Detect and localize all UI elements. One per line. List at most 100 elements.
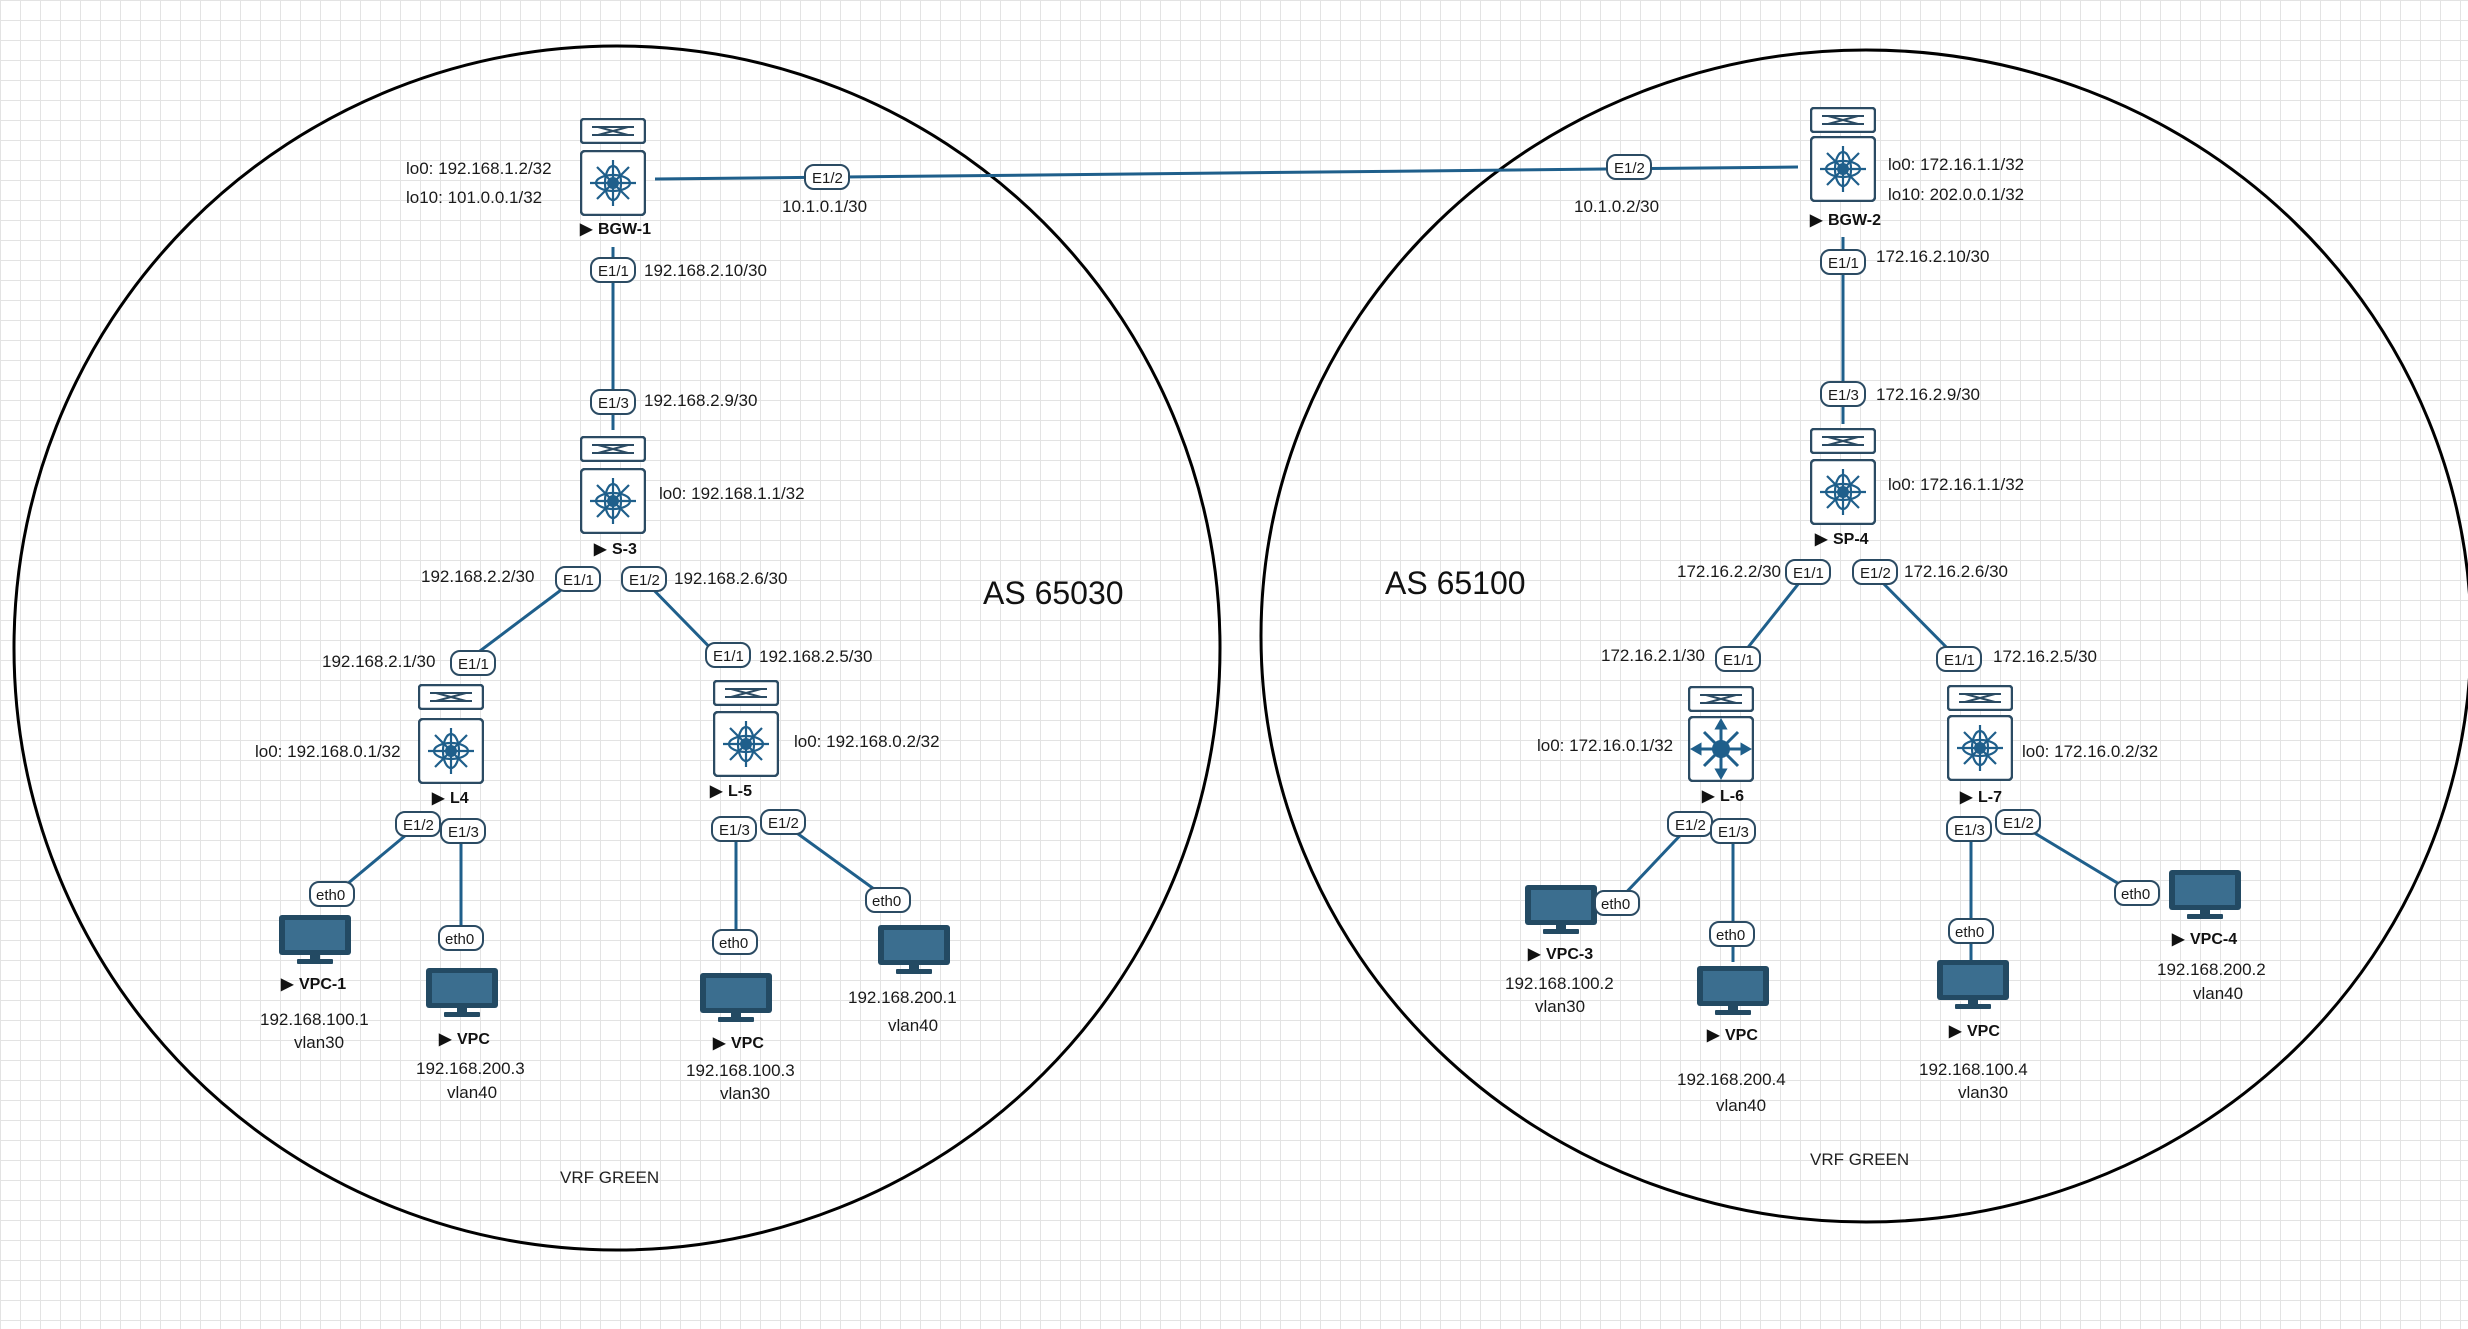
play-icon: ▶ (280, 976, 294, 993)
addr-l7-e11: 172.16.2.5/30 (1993, 647, 2097, 666)
iface-label: E1/2 (1860, 565, 1891, 582)
iface-l4-e13[interactable]: E1/3 (440, 818, 486, 844)
iface-s3-e11[interactable]: E1/1 (555, 566, 601, 592)
nexus-switch-icon (1947, 715, 2013, 781)
play-icon: ▶ (709, 783, 723, 800)
host-vpc1[interactable]: ▶ VPC-1 (279, 915, 351, 993)
vpc-d-ip: 192.168.200.4 (1677, 1070, 1786, 1089)
iface-bgw2-e12[interactable]: E1/2 (1606, 154, 1652, 180)
iface-label: E1/1 (1723, 652, 1754, 669)
iface-label: E1/2 (1675, 817, 1706, 834)
iface-l5-e11[interactable]: E1/1 (705, 642, 751, 668)
device-sp4[interactable]: ▶ SP-4 lo0: 172.16.1.1/32 (1810, 428, 2024, 548)
node-name-l4: L4 (450, 790, 469, 807)
node-name-sp4: SP-4 (1833, 531, 1869, 548)
bgw2-lo0: lo0: 172.16.1.1/32 (1888, 155, 2024, 174)
iface-l4-e11[interactable]: E1/1 (450, 650, 496, 676)
eth0-vpc-e[interactable]: eth0 (1948, 918, 1994, 944)
eth0-vpc-d[interactable]: eth0 (1709, 921, 1755, 947)
iface-label: E1/2 (1614, 160, 1645, 177)
iface-label: E1/2 (2003, 815, 2034, 832)
iface-l7-e12[interactable]: E1/2 (1995, 809, 2041, 835)
iface-label: E1/3 (1954, 822, 1985, 839)
vrf-label-right: VRF GREEN (1810, 1150, 1909, 1169)
iface-l5-e13[interactable]: E1/3 (711, 816, 757, 842)
host-vpc-b[interactable]: ▶ VPC (700, 973, 772, 1052)
computer-icon (878, 925, 950, 974)
device-bgw1[interactable]: ▶ BGW-1 lo0: 192.168.1.2/32 lo10: 101.0.… (406, 118, 651, 238)
device-l5[interactable]: ▶ L-5 lo0: 192.168.0.2/32 (709, 680, 940, 800)
node-name-vpc-d: VPC (1725, 1027, 1758, 1044)
vrf-label-left: VRF GREEN (560, 1168, 659, 1187)
link-l7-vpc4 (2017, 821, 2135, 895)
node-name-l5: L-5 (728, 783, 752, 800)
iface-l6-e11[interactable]: E1/1 (1715, 646, 1761, 672)
device-l4[interactable]: ▶ L4 lo0: 192.168.0.1/32 (255, 684, 484, 807)
device-l6[interactable]: ▶ L-6 lo0: 172.16.0.1/32 (1537, 686, 1754, 805)
iface-bgw1-e11[interactable]: E1/1 (590, 257, 636, 283)
vpc4-ip: 192.168.200.2 (2157, 960, 2266, 979)
iface-label: E1/2 (768, 815, 799, 832)
host-vpc-d[interactable]: ▶ VPC (1697, 966, 1769, 1044)
iface-label: eth0 (445, 931, 474, 948)
iface-l5-e12[interactable]: E1/2 (760, 809, 806, 835)
device-bgw2[interactable]: ▶ BGW-2 lo0: 172.16.1.1/32 lo10: 202.0.0… (1809, 107, 2024, 229)
iface-l7-e11[interactable]: E1/1 (1936, 646, 1982, 672)
iface-label: eth0 (1601, 896, 1630, 913)
iface-label: eth0 (2121, 886, 2150, 903)
bgw1-lo10: lo10: 101.0.0.1/32 (406, 188, 542, 207)
play-icon: ▶ (1959, 789, 1973, 806)
eth0-vpc-c[interactable]: eth0 (865, 887, 911, 913)
play-icon: ▶ (1701, 788, 1715, 805)
vpc-e-ip: 192.168.100.4 (1919, 1060, 2028, 1079)
iface-s3-e12[interactable]: E1/2 (621, 566, 667, 592)
host-vpc3[interactable]: ▶ VPC-3 (1525, 885, 1597, 963)
iface-label: E1/2 (812, 170, 843, 187)
eth0-vpc1[interactable]: eth0 (309, 881, 355, 907)
nexus-switch-icon (1810, 459, 1876, 525)
iface-l6-e13[interactable]: E1/3 (1710, 818, 1756, 844)
l6-lo0: lo0: 172.16.0.1/32 (1537, 736, 1673, 755)
node-name-vpc4: VPC-4 (2190, 931, 2237, 948)
bgw2-lo10: lo10: 202.0.0.1/32 (1888, 185, 2024, 204)
l4-lo0: lo0: 192.168.0.1/32 (255, 742, 401, 761)
iface-sp4-e11[interactable]: E1/1 (1785, 559, 1831, 585)
iface-sp4-e12[interactable]: E1/2 (1852, 559, 1898, 585)
eth0-vpc-a[interactable]: eth0 (438, 925, 484, 951)
eth0-vpc3[interactable]: eth0 (1594, 890, 1640, 916)
iface-bgw1-e12[interactable]: E1/2 (804, 164, 850, 190)
vpc-a-vlan: vlan40 (447, 1083, 497, 1102)
switch-header-icon (1810, 428, 1876, 454)
iface-l6-e12[interactable]: E1/2 (1667, 811, 1713, 837)
iface-bgw2-e11[interactable]: E1/1 (1820, 249, 1866, 275)
host-vpc-e[interactable]: ▶ VPC (1937, 960, 2009, 1040)
addr-s3-e11: 192.168.2.2/30 (421, 567, 534, 586)
eth0-vpc-b[interactable]: eth0 (712, 929, 758, 955)
node-name-vpc-a: VPC (457, 1031, 490, 1048)
iface-label: E1/1 (1944, 652, 1975, 669)
node-name-vpc3: VPC-3 (1546, 946, 1593, 963)
iface-label: E1/3 (719, 822, 750, 839)
play-icon: ▶ (712, 1035, 726, 1052)
iface-sp4-e13[interactable]: E1/3 (1820, 381, 1866, 407)
device-s3[interactable]: ▶ S-3 lo0: 192.168.1.1/32 (580, 436, 805, 558)
eth0-vpc4[interactable]: eth0 (2114, 880, 2160, 906)
host-vpc4[interactable]: ▶ VPC-4 (2169, 870, 2241, 948)
node-name-s3: S-3 (612, 541, 637, 558)
host-vpc-a[interactable]: ▶ VPC (426, 968, 498, 1048)
device-l7[interactable]: ▶ L-7 lo0: 172.16.0.2/32 (1947, 685, 2158, 806)
iface-label: eth0 (719, 935, 748, 952)
as-65100-boundary (1259, 48, 2468, 1224)
iface-label: E1/1 (1828, 255, 1859, 272)
vpc1-ip: 192.168.100.1 (260, 1010, 369, 1029)
s3-lo0: lo0: 192.168.1.1/32 (659, 484, 805, 503)
iface-l4-e12[interactable]: E1/2 (395, 811, 441, 837)
node-name-bgw2: BGW-2 (1828, 212, 1881, 229)
iface-s3-e13[interactable]: E1/3 (590, 389, 636, 415)
play-icon: ▶ (2171, 931, 2185, 948)
sp4-lo0: lo0: 172.16.1.1/32 (1888, 475, 2024, 494)
iface-l7-e13[interactable]: E1/3 (1946, 816, 1992, 842)
computer-icon (279, 915, 351, 964)
host-vpc-c[interactable] (878, 925, 950, 974)
